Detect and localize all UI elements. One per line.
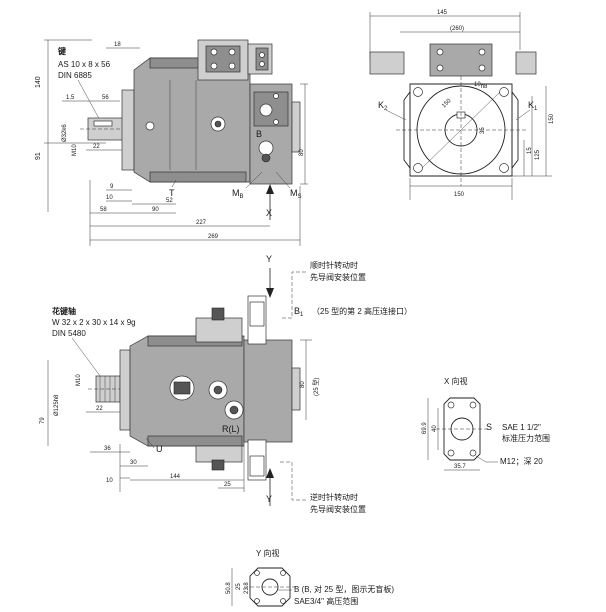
key-spec-2: DIN 6885 xyxy=(58,71,92,80)
arrow-y-top-label: Y xyxy=(266,254,272,264)
port-r-label: R(L) xyxy=(222,424,240,434)
y-view: Y 向视 50.8 25 23.8 B (B, 对 25 型，图示无盲板) SA… xyxy=(226,548,394,607)
x-view-flange xyxy=(443,397,481,461)
dim-22-mid: 22 xyxy=(96,406,103,412)
s-spec-1: SAE 1 1/2" xyxy=(502,423,541,432)
middle-side-view: Y 顺时针转动时 先导阀安装位置 B1 （25 型的第 2 高压连接口） 花键轴… xyxy=(40,254,412,514)
mid-top-block xyxy=(195,317,243,343)
dim-36: 36 xyxy=(104,446,111,452)
y-view-title: Y 向视 xyxy=(256,548,279,558)
port-u-label: U xyxy=(156,444,163,454)
dim-145: 145 xyxy=(437,10,448,16)
dim-10-h8: 10h8 xyxy=(474,82,488,90)
b-note-1: B (B, 对 25 型，图示无盲板) xyxy=(294,584,394,594)
arrow-x-label: X xyxy=(266,208,272,218)
dim-80-mid: 80 xyxy=(300,381,306,388)
note-cw-2: 先导阀安装位置 xyxy=(310,272,366,282)
s-spec-2: 标准压力范围 xyxy=(502,433,550,443)
dim-79: 79 xyxy=(40,417,46,424)
dim-69-9: 69.9 xyxy=(422,422,428,434)
dim-40: 40 xyxy=(432,425,438,432)
thread-note: M12；深 20 xyxy=(500,457,543,466)
dim-30-mid: 30 xyxy=(130,460,137,466)
dim-269: 269 xyxy=(208,234,219,240)
dim-150-right: 150 xyxy=(549,113,555,124)
dim-260: (260) xyxy=(450,26,464,32)
mid-flange xyxy=(119,349,131,431)
dim-25-y: 25 xyxy=(236,583,242,590)
spline-spec-1: W 32 x 2 x 30 x 14 x 9g xyxy=(52,318,136,327)
dim-15: 15 xyxy=(527,147,533,154)
port-b-label: B xyxy=(256,129,262,139)
port-b-flange xyxy=(258,140,274,156)
dim-56: 56 xyxy=(102,95,109,101)
dim-25-type: (25 型) xyxy=(312,378,320,396)
right-valve-block xyxy=(515,51,537,75)
top-right-front-view: 145 (260) 10h8 150 35 K2 K1 150 125 xyxy=(369,10,555,200)
shaft-dia-125: Ø125h8 xyxy=(54,394,60,416)
arrow-y-bottom-label: Y xyxy=(266,494,272,504)
b-note-2: SAE3/4" 高压范围 xyxy=(294,596,358,606)
x-view: X 向视 69.9 40 35.7 S SAE 1 1/2" 标准压力范围 M1… xyxy=(422,376,550,471)
dim-227: 227 xyxy=(196,220,207,226)
mid-port-plate xyxy=(243,339,293,443)
dim-22: 22 xyxy=(93,144,100,150)
dim-80: 80 xyxy=(299,149,305,156)
port-t-label: T xyxy=(169,188,175,198)
housing-bolt xyxy=(145,121,155,131)
dim-35-7: 35.7 xyxy=(454,464,466,470)
port-mb-label: MB xyxy=(232,188,244,200)
dim-52: 52 xyxy=(166,198,173,204)
dim-23-8: 23.8 xyxy=(244,582,250,594)
dim-150-bottom: 150 xyxy=(454,192,465,198)
dim-144: 144 xyxy=(170,474,181,480)
left-valve-block xyxy=(369,51,405,75)
key-spec-1: AS 10 x 8 x 56 xyxy=(58,60,111,69)
port-k2-label: K2 xyxy=(378,100,388,112)
shaft-key xyxy=(93,120,113,127)
note-ccw-2: 先导阀安装位置 xyxy=(310,504,366,514)
x-view-title: X 向视 xyxy=(444,376,468,386)
dim-10-mid: 10 xyxy=(106,478,113,484)
port-s-label: S xyxy=(486,422,492,432)
top-left-side-view: 140 91 键 AS 10 x 8 x 56 DIN 6885 18 1.5 … xyxy=(35,39,308,246)
control-block-face xyxy=(205,45,241,73)
dim-25-mid: 25 xyxy=(224,482,231,488)
dim-125: 125 xyxy=(535,149,541,160)
b1-note: （25 型的第 2 高压连接口） xyxy=(312,306,412,316)
dim-1-5: 1.5 xyxy=(66,95,75,101)
port-k1-label: K1 xyxy=(528,100,538,112)
dim-10: 10 xyxy=(106,195,113,201)
port-ms-label: MS xyxy=(290,188,302,200)
spline-title: 花键轴 xyxy=(52,306,76,316)
dim-150-diag: 150 xyxy=(441,98,453,110)
note-cw-1: 顺时针转动时 xyxy=(310,260,358,270)
dim-35: 35 xyxy=(480,127,486,134)
thread-m10-mid: M10 xyxy=(76,374,82,386)
dim-140: 140 xyxy=(35,76,42,88)
dim-58: 58 xyxy=(100,207,107,213)
key-label: 键 xyxy=(57,46,66,56)
dim-90: 90 xyxy=(152,207,159,213)
y-view-flange xyxy=(249,567,291,607)
dim-18: 18 xyxy=(114,42,121,48)
housing-bottom-band xyxy=(149,171,247,183)
shaft-dia-32: Ø32k6 xyxy=(62,124,68,142)
dim-9: 9 xyxy=(110,184,114,190)
note-ccw-1: 逆时针转动时 xyxy=(310,492,358,502)
dim-50-8: 50.8 xyxy=(226,582,232,594)
port-b1-label: B1 xyxy=(294,306,304,318)
dim-91: 91 xyxy=(35,152,42,160)
spline-spec-2: DIN 5480 xyxy=(52,329,86,338)
thread-m10: M10 xyxy=(72,144,78,156)
mounting-flange xyxy=(121,89,135,171)
